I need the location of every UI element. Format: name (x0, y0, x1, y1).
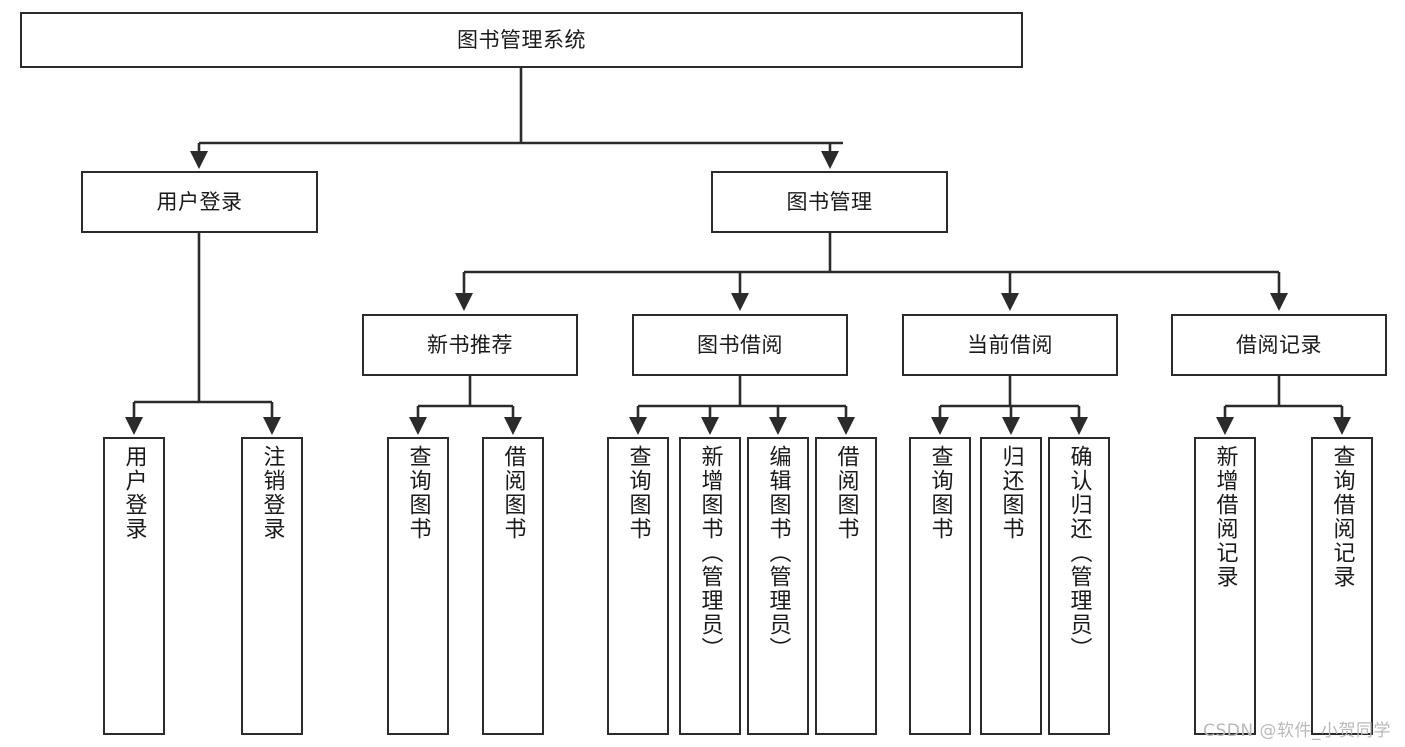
leaf-node-label: 借阅图书 (833, 445, 859, 541)
leaf-node[interactable]: 查询图书 (387, 437, 449, 735)
node-borrow-record[interactable]: 借阅记录 (1171, 314, 1387, 376)
node-user-login-label: 用户登录 (156, 189, 243, 214)
leaf-node-label: 借阅图书 (500, 445, 526, 541)
node-new-book-recommend[interactable]: 新书推荐 (362, 314, 578, 376)
leaf-node[interactable]: 查询借阅记录 (1311, 437, 1373, 735)
leaf-node[interactable]: 确认归还（管理员） (1048, 437, 1110, 735)
node-book-borrow-label: 图书借阅 (697, 332, 783, 357)
leaf-node[interactable]: 借阅图书 (482, 437, 544, 735)
leaf-node-label: 归还图书 (998, 445, 1024, 541)
leaf-node[interactable]: 用户登录 (103, 437, 165, 735)
leaf-node-label: 确认归还（管理员） (1066, 445, 1092, 661)
leaf-node-label: 查询图书 (625, 445, 651, 541)
node-root[interactable]: 图书管理系统 (20, 12, 1023, 68)
leaf-node-label: 查询图书 (927, 445, 953, 541)
leaf-node-label: 编辑图书（管理员） (765, 445, 791, 661)
leaf-node-label: 用户登录 (121, 445, 147, 541)
leaf-node[interactable]: 注销登录 (241, 437, 303, 735)
leaf-node-label: 查询借阅记录 (1329, 445, 1355, 589)
leaf-node[interactable]: 编辑图书（管理员） (747, 437, 809, 735)
leaf-node[interactable]: 查询图书 (909, 437, 971, 735)
node-book-management[interactable]: 图书管理 (711, 171, 948, 233)
node-book-borrow[interactable]: 图书借阅 (632, 314, 848, 376)
leaf-node-label: 新增借阅记录 (1212, 445, 1238, 589)
node-borrow-record-label: 借阅记录 (1236, 332, 1322, 357)
node-new-book-recommend-label: 新书推荐 (427, 332, 513, 357)
leaf-node[interactable]: 查询图书 (607, 437, 669, 735)
leaf-node-label: 注销登录 (259, 445, 285, 541)
leaf-node[interactable]: 新增图书（管理员） (679, 437, 741, 735)
leaf-node-label: 新增图书（管理员） (697, 445, 723, 661)
leaf-node[interactable]: 归还图书 (980, 437, 1042, 735)
node-root-label: 图书管理系统 (457, 27, 586, 52)
node-current-borrow-label: 当前借阅 (967, 332, 1053, 357)
node-user-login[interactable]: 用户登录 (81, 171, 318, 233)
leaf-node[interactable]: 借阅图书 (815, 437, 877, 735)
leaf-node-label: 查询图书 (405, 445, 431, 541)
leaf-node[interactable]: 新增借阅记录 (1194, 437, 1256, 735)
node-book-management-label: 图书管理 (786, 189, 873, 214)
watermark: CSDN @软件_小贺同学 (1203, 721, 1391, 741)
node-current-borrow[interactable]: 当前借阅 (902, 314, 1118, 376)
